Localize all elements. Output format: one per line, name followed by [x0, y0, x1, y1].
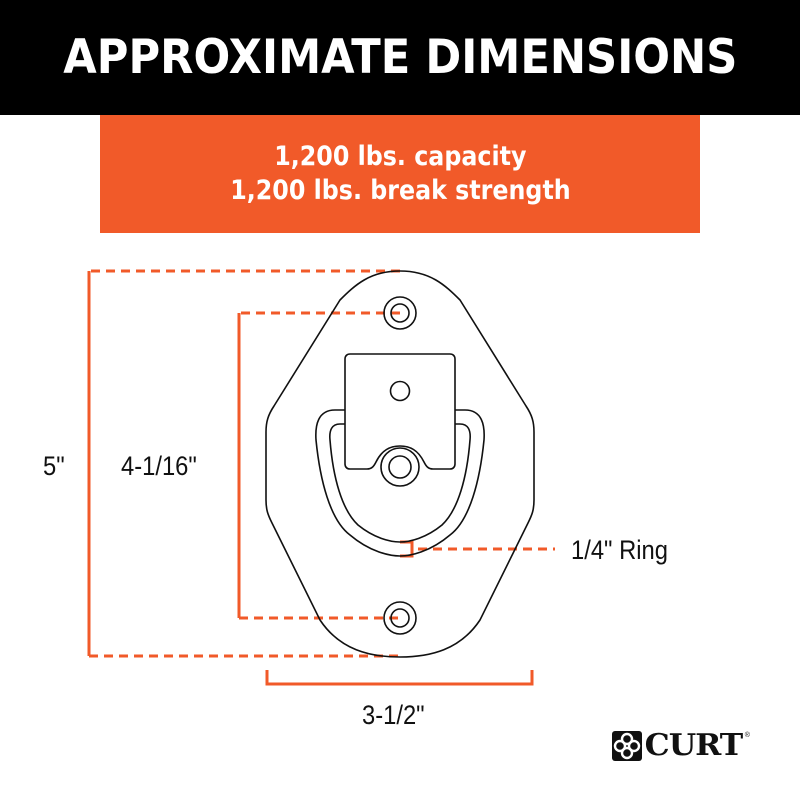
overall-height-label: 5": [43, 451, 65, 481]
hole-spacing-label: 4-1/16": [121, 451, 197, 481]
spec-banner: 1,200 lbs. capacity 1,200 lbs. break str…: [100, 115, 700, 233]
ring-label: 1/4" Ring: [571, 535, 668, 565]
registered-mark: ®: [744, 732, 750, 739]
width-label: 3-1/2": [362, 700, 425, 730]
capacity-text: 1,200 lbs. capacity: [273, 141, 527, 172]
curt-logo: CURT ®: [612, 728, 750, 763]
plate-outline: [265, 270, 535, 658]
brand-name: CURT: [644, 728, 743, 763]
page-title: APPROXIMATE DIMENSIONS: [62, 30, 738, 85]
curt-logo-icon: [612, 730, 642, 761]
break-strength-text: 1,200 lbs. break strength: [229, 175, 571, 206]
header-bar: APPROXIMATE DIMENSIONS: [0, 0, 800, 115]
